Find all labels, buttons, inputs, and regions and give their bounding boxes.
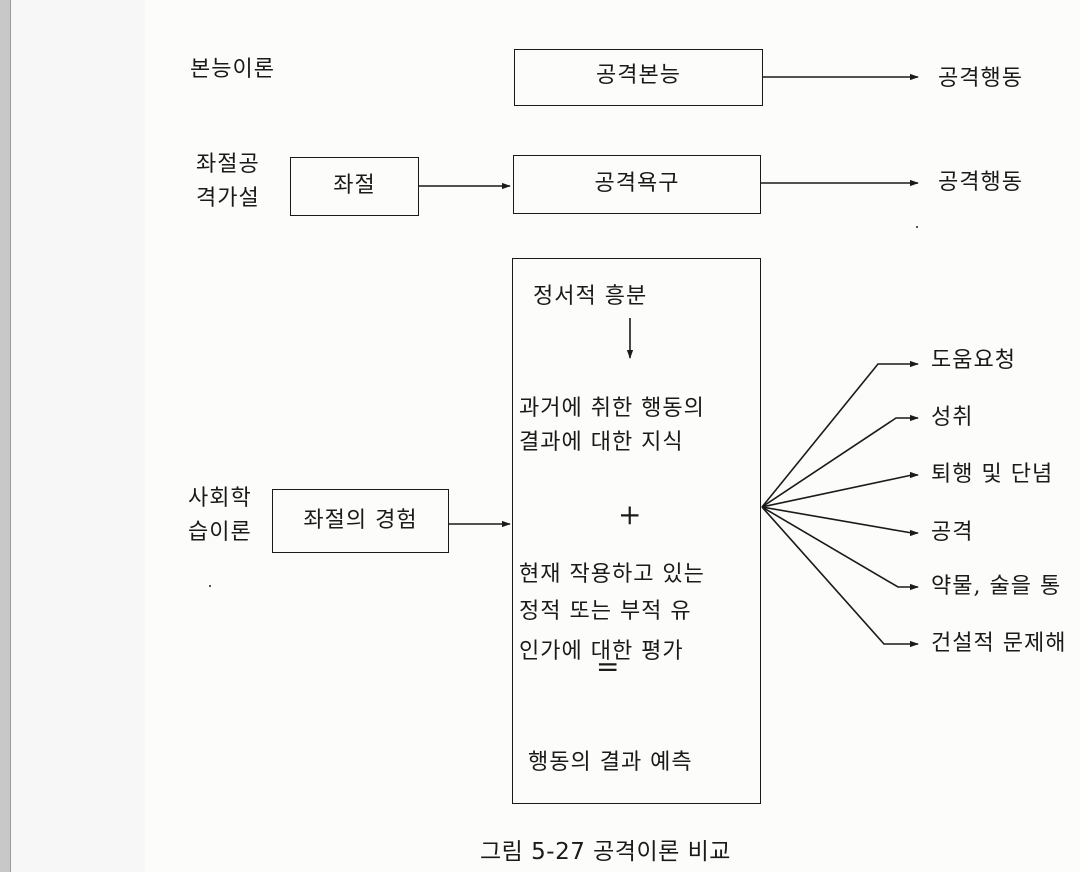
viewer-left-strip <box>0 0 11 872</box>
process-prediction: 행동의 결과 예측 <box>528 750 693 775</box>
social-process-box <box>512 258 761 804</box>
scan-speck <box>916 226 918 228</box>
process-current: 현재 작용하고 있는 <box>519 562 705 587</box>
process-equals: = <box>596 650 621 683</box>
outcome-achievement: 성취 <box>931 405 974 430</box>
frustration-box-label: 공격욕구 <box>594 171 680 196</box>
fan-line-drug <box>761 506 919 591</box>
page-paper <box>145 0 1080 872</box>
scan-speck <box>209 585 211 587</box>
frustration-box: 공격욕구 <box>513 155 761 214</box>
frustration-input-label: 좌절 <box>333 173 376 198</box>
figure-caption: 그림 5-27 공격이론 비교 <box>480 839 731 865</box>
process-past-behavior: 과거에 취한 행동의 <box>519 396 705 421</box>
page-gutter <box>11 0 145 872</box>
process-incentive: 정적 또는 부적 유 <box>519 599 692 624</box>
instinct-box: 공격본능 <box>514 49 763 106</box>
social-label-line1: 사회학 <box>188 486 252 511</box>
social-input-box: 좌절의 경험 <box>272 489 449 553</box>
outcome-regression: 퇴행 및 단념 <box>931 462 1054 487</box>
process-emotional-arousal: 정서적 흥분 <box>533 284 648 309</box>
frustration-label-line2: 격가설 <box>196 186 260 211</box>
fan-line-help <box>761 360 919 508</box>
outcome-help-request: 도움요청 <box>931 348 1016 373</box>
instinct-box-label: 공격본능 <box>596 63 681 88</box>
outcome-constructive: 건설적 문제해 <box>931 631 1067 656</box>
outcome-aggression: 공격 <box>931 520 974 545</box>
process-evaluation: 인가에 대한 평가 <box>519 639 684 664</box>
instinct-outcome: 공격행동 <box>938 66 1023 91</box>
fan-line-achieve <box>761 414 919 508</box>
fan-line-constructive <box>761 506 919 648</box>
fan-line-regress <box>761 471 919 508</box>
frustration-outcome: 공격행동 <box>938 170 1023 195</box>
outcome-drug-alcohol: 약물, 술을 통 <box>931 574 1062 599</box>
process-plus: + <box>618 498 643 531</box>
process-result-knowledge: 결과에 대한 지식 <box>519 430 684 455</box>
frustration-label-line1: 좌절공 <box>196 152 260 177</box>
fan-line-aggress <box>761 506 919 537</box>
instinct-theory-label: 본능이론 <box>190 57 275 82</box>
social-input-label: 좌절의 경험 <box>303 508 418 533</box>
social-label-line2: 습이론 <box>188 520 252 545</box>
frustration-input-box: 좌절 <box>290 157 419 216</box>
